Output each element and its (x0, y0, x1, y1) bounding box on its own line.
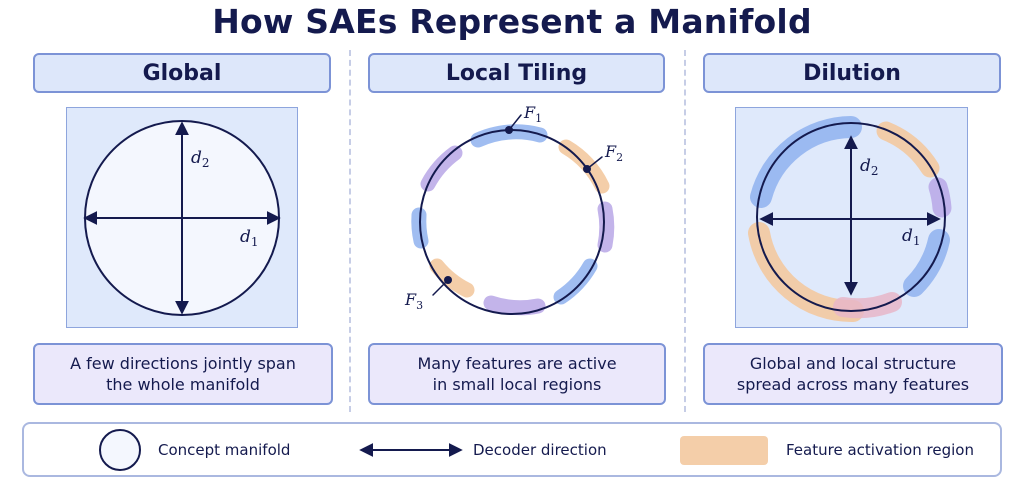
f3-label: F3 (404, 290, 423, 312)
global-d2-label: d2 (191, 148, 210, 170)
manifold-legend-icon (99, 429, 141, 471)
activation-region (483, 295, 546, 316)
direction-legend-label: Decoder direction (473, 441, 607, 459)
activation-region (553, 258, 598, 305)
f3-leader (432, 279, 449, 296)
global-d1-label: d1 (240, 227, 259, 249)
activation-legend-swatch (680, 436, 768, 465)
local-caption-line2: in small local regions (432, 375, 602, 394)
global-caption: A few directions jointly span the whole m… (33, 343, 333, 405)
f2-leader (586, 156, 603, 170)
local-caption-line1: Many features are active (417, 354, 617, 373)
activation-legend-label: Feature activation region (786, 441, 974, 459)
f2-label: F2 (604, 142, 623, 164)
global-heading: Global (33, 53, 331, 93)
dilution-caption-line1: Global and local structure (749, 354, 957, 373)
dilution-caption: Global and local structure spread across … (703, 343, 1003, 405)
divider-right (684, 50, 686, 412)
f1-label: F1 (523, 103, 542, 125)
divider-left (349, 50, 351, 412)
legend: Concept manifold Decoder direction Featu… (22, 422, 1002, 477)
dilution-heading: Dilution (703, 53, 1001, 93)
local-tiling-diagram (411, 114, 615, 316)
activation-region (750, 116, 862, 208)
activation-region (876, 121, 940, 178)
page-title: How SAEs Represent a Manifold (212, 2, 812, 41)
dilution-caption-line2: spread across many features (736, 375, 970, 394)
dilution-d1-label: d1 (902, 226, 921, 248)
activation-region (597, 201, 615, 253)
local-tiling-heading: Local Tiling (368, 53, 665, 93)
global-caption-line2: the whole manifold (106, 375, 260, 394)
dilution-d2-label: d2 (860, 156, 879, 178)
manifold-legend-label: Concept manifold (158, 441, 291, 459)
activation-region (420, 145, 463, 192)
local-manifold-circle (419, 129, 605, 315)
dilution-diagram (748, 116, 952, 323)
activation-region (928, 177, 952, 218)
local-tiling-caption: Many features are active in small local r… (368, 343, 666, 405)
dilution-manifold-circle (756, 122, 946, 312)
global-diagram: d2 d1 (83, 120, 281, 316)
legend-swatches (99, 429, 768, 471)
global-caption-line1: A few directions jointly span (70, 354, 296, 373)
f1-leader (508, 114, 522, 131)
